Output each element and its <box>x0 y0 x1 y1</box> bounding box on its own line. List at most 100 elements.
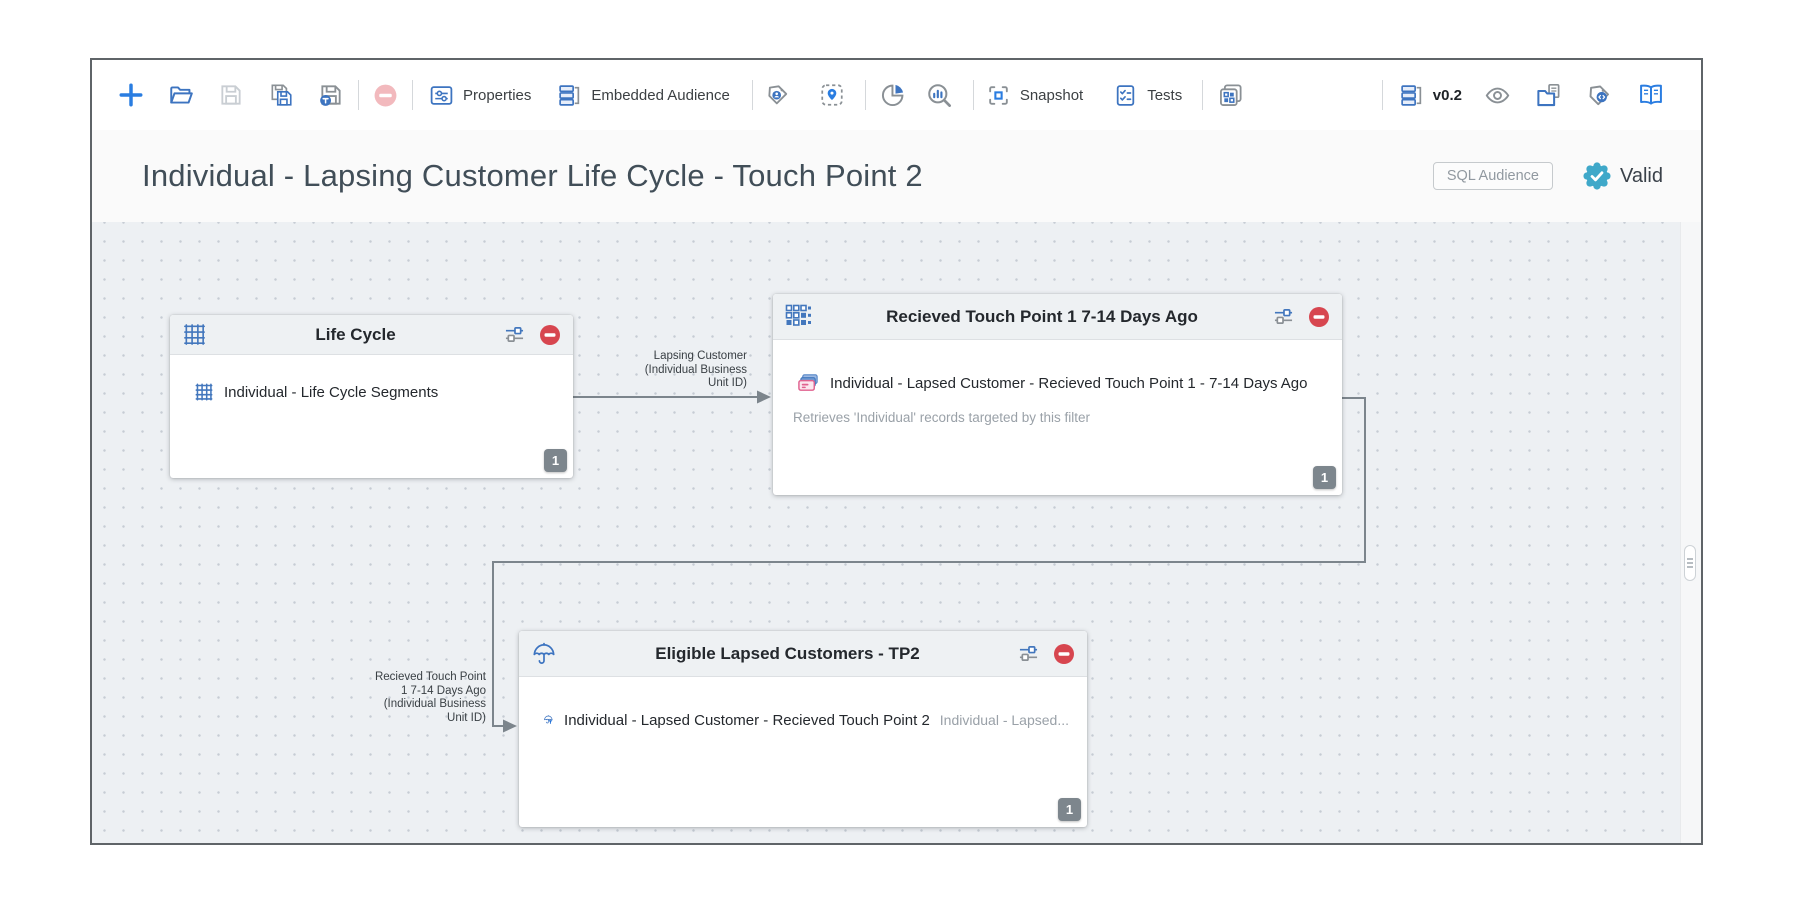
toolbar-divider <box>358 80 359 110</box>
node-title: Recieved Touch Point 1 7-14 Days Ago <box>886 306 1198 326</box>
node-row[interactable]: Individual - Life Cycle Segments <box>170 377 573 407</box>
version-label: v0.2 <box>1432 86 1462 104</box>
toolbar: Properties Embedded Audience <box>92 60 1701 130</box>
node-life-cycle[interactable]: Life Cycle Individual - Life Cycle Segme… <box>170 315 573 478</box>
count-badge: 1 <box>1058 798 1081 821</box>
pages-icon <box>1220 83 1242 106</box>
tests-label: Tests <box>1147 86 1183 104</box>
dots-grid-icon <box>785 304 811 326</box>
grid-icon <box>184 324 205 345</box>
pin-area-icon <box>821 84 843 106</box>
umbrella-icon <box>533 642 555 664</box>
toolbar-divider <box>1381 80 1383 110</box>
grid-icon <box>195 383 213 401</box>
vertical-scrollbar[interactable] <box>1680 222 1701 843</box>
chart-search-icon <box>928 83 951 107</box>
cards-stack-icon <box>798 374 818 391</box>
node-header: Eligible Lapsed Customers - TP2 <box>519 631 1087 677</box>
connection-label-line: (Individual Business <box>644 363 747 376</box>
documentation-button[interactable] <box>1637 81 1665 109</box>
connection-label-line: Unit ID) <box>708 377 747 389</box>
node-settings-icon[interactable] <box>504 325 525 344</box>
audience-type-badge: SQL Audience <box>1432 162 1553 190</box>
connection-label-line: Unit ID) <box>447 711 486 724</box>
node-remove-icon[interactable] <box>539 324 561 346</box>
node-row[interactable]: Individual - Lapsed Customer - Recieved … <box>773 368 1342 398</box>
node-recieved-touch-point-1[interactable]: Recieved Touch Point 1 7-14 Days Ago Ind… <box>773 294 1342 495</box>
embedded-audience-button[interactable]: Embedded Audience <box>557 83 730 108</box>
scrollbar-thumb[interactable] <box>1684 545 1696 581</box>
version-button[interactable]: v0.2 <box>1399 83 1462 108</box>
pages-button[interactable] <box>1217 82 1244 109</box>
validation-status: Valid <box>1583 162 1663 190</box>
plus-icon <box>119 83 143 107</box>
title-right-cluster: SQL Audience Valid <box>1432 162 1663 190</box>
preview-button[interactable] <box>1484 82 1511 109</box>
tests-icon <box>1117 84 1135 106</box>
embedded-audience-icon <box>559 84 580 106</box>
node-remove-icon[interactable] <box>1053 643 1075 665</box>
node-header: Life Cycle <box>170 315 573 355</box>
copy-folder-button[interactable] <box>1535 82 1562 109</box>
pie-chart-button[interactable] <box>880 82 906 108</box>
folder-copy-icon <box>1537 83 1560 106</box>
embedded-audience-label: Embedded Audience <box>591 86 730 104</box>
toolbar-divider <box>751 80 753 110</box>
count-badge: 1 <box>544 449 567 472</box>
eye-icon <box>1485 87 1510 103</box>
tag-code-button[interactable] <box>1586 82 1613 109</box>
tag-user-icon <box>768 85 787 105</box>
connection-label: Lapsing Customer (Individual Business Un… <box>599 350 747 391</box>
count-badge: 1 <box>1313 466 1336 489</box>
properties-label: Properties <box>463 86 532 104</box>
umbrella-filter-icon <box>544 715 553 725</box>
properties-button[interactable]: Properties <box>429 83 531 108</box>
node-settings-icon[interactable] <box>1273 307 1294 326</box>
save-version-button[interactable] <box>318 82 344 108</box>
save-icon <box>221 85 241 105</box>
node-settings-icon[interactable] <box>1018 644 1039 663</box>
node-row-secondary-label: Individual - Lapsed... <box>939 712 1069 728</box>
versions-icon <box>1401 84 1421 106</box>
connection-label-line: 1 7-14 Days Ago <box>400 684 486 697</box>
connection-label-line: Lapsing Customer <box>653 350 747 362</box>
node-subtitle: Retrieves 'Individual' records targeted … <box>793 410 1091 425</box>
save-copy-icon <box>271 84 292 106</box>
chart-search-button[interactable] <box>926 82 953 109</box>
valid-label: Valid <box>1620 164 1663 187</box>
pin-area-button[interactable] <box>819 82 845 108</box>
node-row-label: Individual - Life Cycle Segments <box>224 383 439 401</box>
connection-label: Recieved Touch Point 1 7-14 Days Ago (In… <box>340 671 486 725</box>
node-row-label: Individual - Lapsed Customer - Recieved … <box>830 374 1308 392</box>
open-book-icon <box>1640 84 1662 105</box>
page-title: Individual - Lapsing Customer Life Cycle… <box>142 158 923 193</box>
node-row-label: Individual - Lapsed Customer - Recieved … <box>564 711 930 729</box>
title-row: Individual - Lapsing Customer Life Cycle… <box>92 130 1701 222</box>
open-button[interactable] <box>168 82 194 108</box>
audience-designer-frame: Properties Embedded Audience <box>90 58 1703 845</box>
toolbar-divider <box>972 80 974 110</box>
save-button[interactable] <box>218 82 244 108</box>
toolbar-divider <box>1202 80 1204 110</box>
add-button[interactable] <box>118 82 144 108</box>
flow-canvas[interactable]: Lapsing Customer (Individual Business Un… <box>92 222 1701 843</box>
node-eligible-lapsed-customers-tp2[interactable]: Eligible Lapsed Customers - TP2 Individu… <box>519 631 1087 827</box>
node-row[interactable]: Individual - Lapsed Customer - Recieved … <box>519 705 1087 735</box>
node-header: Recieved Touch Point 1 7-14 Days Ago <box>773 294 1342 340</box>
tests-button[interactable]: Tests <box>1113 83 1182 108</box>
toolbar-divider <box>864 80 866 110</box>
save-version-icon <box>320 85 341 106</box>
snapshot-label: Snapshot <box>1019 86 1084 104</box>
node-remove-icon[interactable] <box>1308 306 1330 328</box>
snapshot-button[interactable]: Snapshot <box>986 83 1083 108</box>
snapshot-icon <box>989 85 1008 105</box>
minus-circle-icon <box>374 84 397 106</box>
tag-code-icon <box>1589 85 1610 105</box>
save-copy-button[interactable] <box>268 82 294 108</box>
properties-icon <box>430 85 453 105</box>
remove-button-disabled[interactable] <box>373 83 398 108</box>
pie-chart-icon <box>881 84 904 107</box>
tag-user-button[interactable] <box>765 82 791 108</box>
node-title: Life Cycle <box>315 324 396 344</box>
